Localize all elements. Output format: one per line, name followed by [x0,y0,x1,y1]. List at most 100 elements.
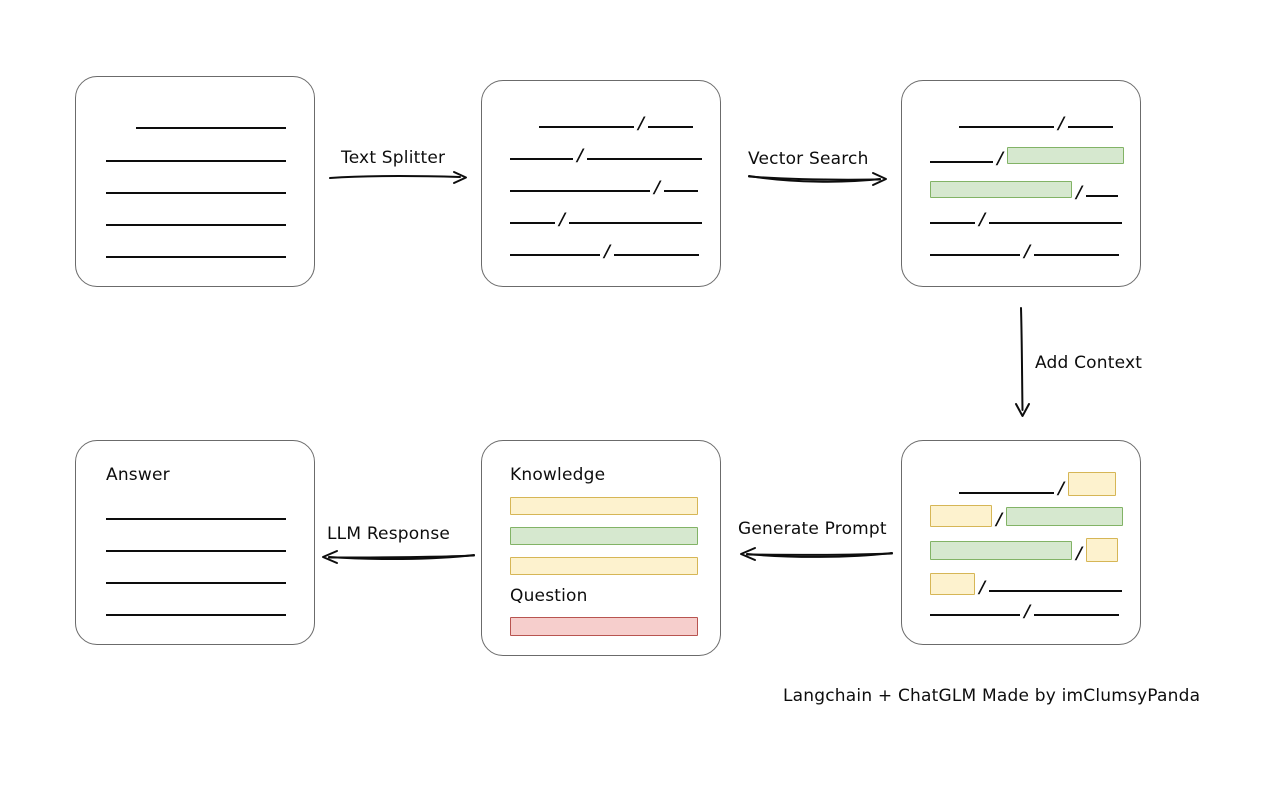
chunk-line: / [510,209,703,231]
vector-search-arrow [748,172,887,186]
text-segment [1034,254,1120,256]
answer-line [106,511,286,527]
prompt-line: / [930,503,1124,530]
answer-line [106,543,286,559]
footer-credit: Langchain + ChatGLM Made by imClumsyPand… [783,686,1201,706]
document-line [106,217,286,233]
prompt-line: / [930,601,1120,623]
chunk-separator: / [638,113,645,134]
answer-line [106,575,286,591]
knowledge-label: Knowledge [510,465,606,485]
knowledge-item [510,556,698,576]
answer-label: Answer [106,465,170,485]
document-line [106,153,286,169]
text-segment [106,160,286,162]
matched-chunk-highlight [930,180,1072,198]
chunk-separator: / [996,509,1003,530]
text-segment [930,254,1020,256]
chunk-separator: / [1058,113,1065,134]
text-segment [1034,614,1120,616]
chunk-separator: / [1058,478,1065,499]
text-segment [664,190,699,192]
text-segment [989,590,1123,592]
text-segment [587,158,703,160]
text-segment [106,550,286,552]
text-segment [106,192,286,194]
llm-response-label: LLM Response [327,524,451,544]
context-chunk-highlight [930,505,992,527]
matched-chunk-highlight [1006,506,1124,526]
prompt-line: / [959,471,1117,499]
add-context-arrow [1015,307,1030,417]
answer-card[interactable]: Answer [75,440,315,645]
text-segment [648,126,694,128]
context-chunk-highlight [510,557,698,575]
text-segment [989,222,1123,224]
vector-search-label: Vector Search [748,149,869,169]
text-segment [1086,195,1119,197]
context-added-card[interactable]: / / / / / [901,440,1141,645]
text-segment [136,127,286,129]
chunk-separator: / [1076,182,1083,203]
text-segment [510,222,555,224]
vector-match-card[interactable]: / / / / / [901,80,1141,287]
question-highlight [510,617,698,636]
chunk-separator: / [559,209,566,230]
text-segment [959,126,1054,128]
chunk-separator: / [979,209,986,230]
chunk-separator: / [979,577,986,598]
chunk-separator: / [654,177,661,198]
chunk-separator: / [997,148,1004,169]
chunk-line: / [510,241,700,263]
chunk-line: / [930,241,1120,263]
text-segment [106,518,286,520]
text-segment [106,256,286,258]
context-chunk-highlight [1068,472,1117,496]
text-segment [106,614,286,616]
generate-prompt-arrow [740,547,893,561]
chunk-line: / [930,209,1123,231]
text-segment [1068,126,1114,128]
chunk-separator: / [1024,601,1031,622]
split-chunks-card[interactable]: / / / / / [481,80,721,287]
text-splitter-arrow [329,171,467,184]
chunk-line: / [930,143,1125,169]
source-document-card[interactable] [75,76,315,287]
chunk-line: / [510,177,699,199]
knowledge-item [510,526,698,546]
chunk-line: / [930,177,1119,203]
text-segment [959,492,1054,494]
text-segment [569,222,703,224]
llm-response-arrow [322,550,475,564]
chunk-line: / [539,113,694,135]
text-segment [614,254,700,256]
document-line [136,120,286,136]
text-segment [510,254,600,256]
text-segment [106,582,286,584]
chunk-line: / [510,147,703,167]
text-segment [510,158,573,160]
text-segment [930,614,1020,616]
chunk-separator: / [1076,543,1083,564]
generate-prompt-label: Generate Prompt [738,519,887,539]
text-splitter-label: Text Splitter [341,148,446,168]
text-segment [510,190,650,192]
prompt-composition-card[interactable]: Knowledge Question [481,440,721,656]
matched-chunk-highlight [510,527,698,545]
matched-chunk-highlight [1007,146,1125,164]
text-segment [930,222,975,224]
document-line [106,185,286,201]
context-chunk-highlight [510,497,698,515]
chunk-separator: / [604,241,611,262]
prompt-line: / [930,571,1123,598]
knowledge-item [510,496,698,516]
context-chunk-highlight [1086,538,1119,562]
document-line [106,249,286,265]
answer-line [106,607,286,623]
chunk-separator: / [1024,241,1031,262]
add-context-label: Add Context [1035,353,1143,373]
context-chunk-highlight [930,573,975,595]
matched-chunk-highlight [930,540,1072,560]
text-segment [106,224,286,226]
